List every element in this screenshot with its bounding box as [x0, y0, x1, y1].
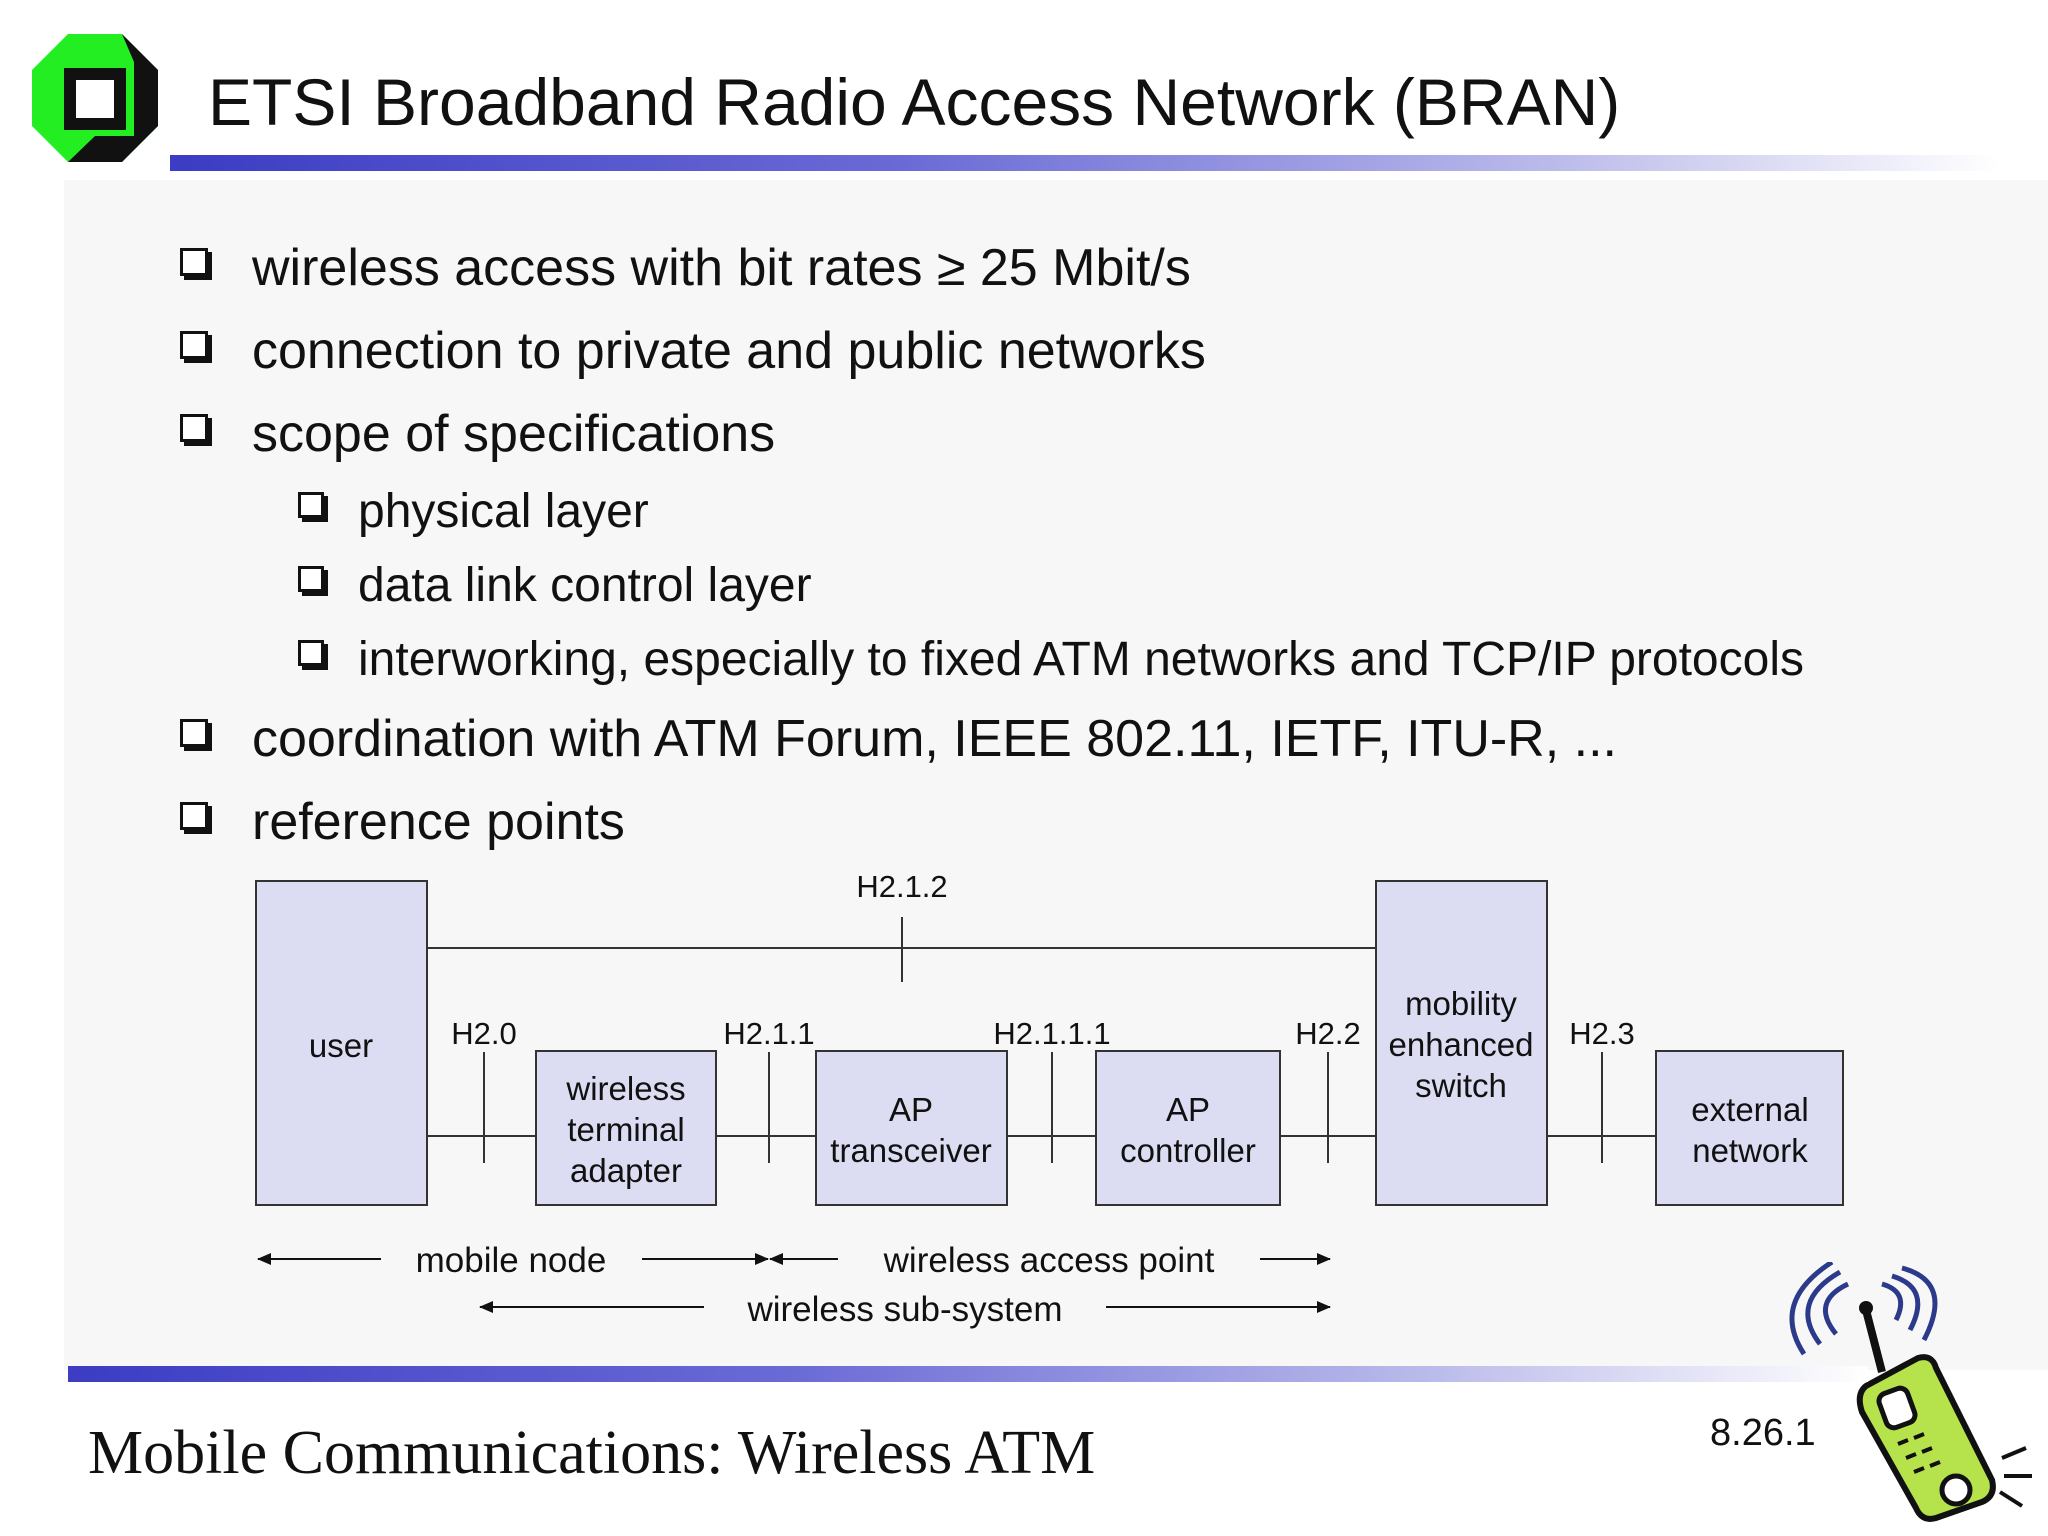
bullet-text: coordination with ATM Forum, IEEE 802.11… — [252, 710, 1617, 768]
slide-number: 8.26.1 — [1710, 1412, 1816, 1454]
bullet-square-icon — [180, 248, 208, 276]
sub-bullet-item: interworking, especially to fixed ATM ne… — [298, 632, 1804, 687]
bullet-square-icon — [180, 802, 208, 830]
bullet-square-icon — [180, 719, 208, 747]
bullet-text: interworking, especially to fixed ATM ne… — [358, 633, 1804, 686]
university-logo — [32, 34, 158, 162]
bullet-item: scope of specifications — [180, 404, 775, 464]
title-divider — [170, 155, 2000, 171]
bullet-text: connection to private and public network… — [252, 322, 1206, 380]
bullet-square-icon — [180, 414, 208, 442]
bullet-text: reference points — [252, 793, 625, 851]
bullet-text: physical layer — [358, 485, 649, 538]
course-title: Mobile Communications: Wireless ATM — [88, 1419, 1096, 1487]
footer-divider — [68, 1366, 1868, 1382]
bullet-item: wireless access with bit rates ≥ 25 Mbit… — [180, 238, 1191, 298]
slide-title: ETSI Broadband Radio Access Network (BRA… — [208, 65, 1621, 139]
bullet-text: data link control layer — [358, 559, 812, 612]
bullet-square-icon — [180, 331, 208, 359]
bullet-item: connection to private and public network… — [180, 321, 1206, 381]
sub-bullet-item: physical layer — [298, 484, 649, 539]
bullet-item: coordination with ATM Forum, IEEE 802.11… — [180, 709, 1617, 769]
bullet-text: wireless access with bit rates ≥ 25 Mbit… — [252, 239, 1191, 297]
bullet-square-icon — [298, 640, 324, 666]
sub-bullet-item: data link control layer — [298, 558, 812, 613]
bullet-square-icon — [298, 492, 324, 518]
bullet-square-icon — [298, 566, 324, 592]
mobile-phone-icon — [1789, 1262, 2032, 1522]
bullet-item: reference points — [180, 792, 625, 852]
bullet-text: scope of specifications — [252, 405, 776, 463]
